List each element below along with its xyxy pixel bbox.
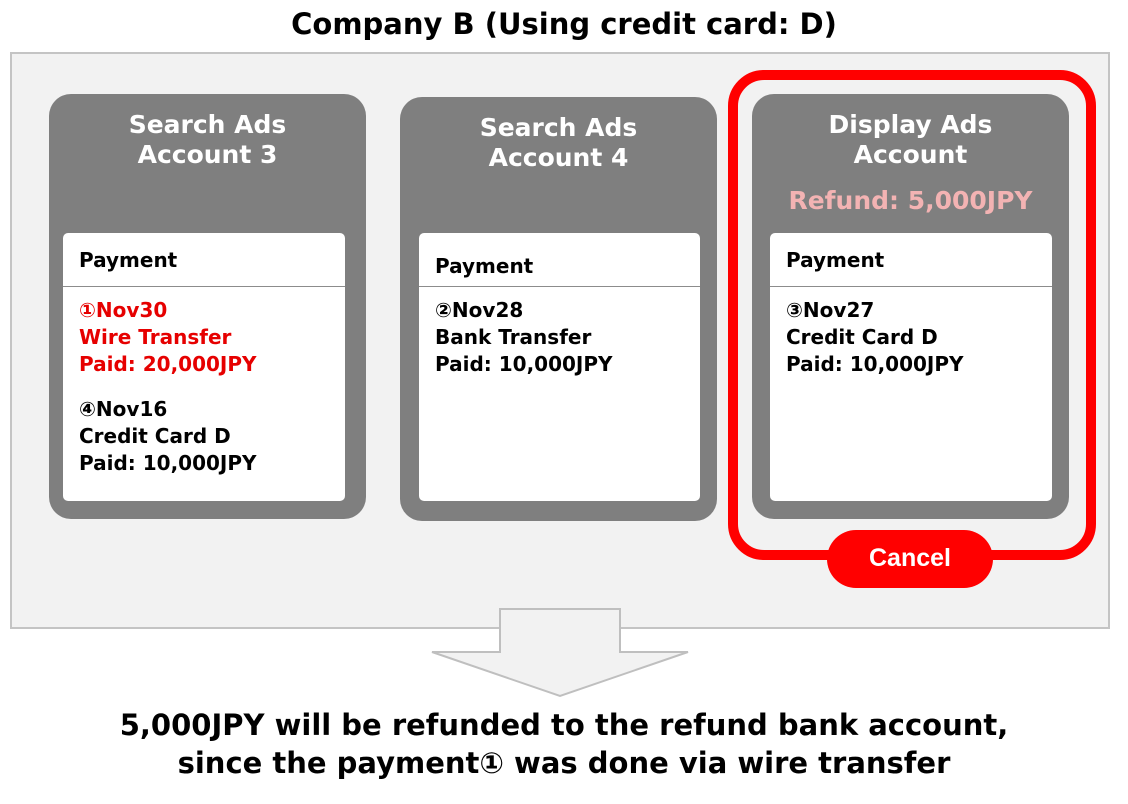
payment-amount: Paid: 10,000JPY [786, 352, 964, 376]
conclusion-text: 5,000JPY will be refunded to the refund … [0, 706, 1128, 782]
account-box-search-ads-4: Search Ads Account 4 Payment ②Nov28 Bank… [400, 97, 717, 521]
account-box-display-ads: Display Ads Account Refund: 5,000JPY Pay… [752, 94, 1069, 519]
payment-list: ①Nov30 Wire Transfer Paid: 20,000JPY ④No… [79, 297, 341, 495]
payment-date: ③Nov27 [786, 298, 875, 322]
payment-date: ④Nov16 [79, 397, 168, 421]
account-title-line: Account 3 [137, 140, 278, 169]
payment-entry-3: ③Nov27 Credit Card D Paid: 10,000JPY [786, 297, 1048, 378]
payment-entry-2: ②Nov28 Bank Transfer Paid: 10,000JPY [435, 297, 696, 378]
payment-header: Payment [770, 233, 1052, 287]
account-title-line: Account 4 [488, 143, 629, 172]
payment-card: Payment ③Nov27 Credit Card D Paid: 10,00… [770, 233, 1052, 501]
payment-card: Payment ①Nov30 Wire Transfer Paid: 20,00… [63, 233, 345, 501]
account-title-line: Account [853, 140, 968, 169]
account-title-line: Search Ads [479, 113, 638, 142]
payment-header-label: Payment [79, 248, 178, 272]
payment-method: Wire Transfer [79, 325, 232, 349]
cancel-highlight-frame [728, 70, 1096, 560]
payment-amount: Paid: 20,000JPY [79, 352, 257, 376]
conclusion-line: 5,000JPY will be refunded to the refund … [119, 708, 1009, 742]
account-box-search-ads-3: Search Ads Account 3 Payment ①Nov30 Wire… [49, 94, 366, 519]
cancel-badge: Cancel [827, 530, 993, 588]
payment-list: ②Nov28 Bank Transfer Paid: 10,000JPY [435, 297, 696, 396]
payment-amount: Paid: 10,000JPY [435, 352, 613, 376]
account-title: Search Ads Account 4 [400, 113, 717, 173]
down-arrow-icon [431, 608, 689, 698]
payment-header-label: Payment [786, 248, 885, 272]
conclusion-line: since the payment① was done via wire tra… [177, 746, 951, 780]
payment-header-label: Payment [435, 254, 534, 278]
payment-card: Payment ②Nov28 Bank Transfer Paid: 10,00… [419, 233, 700, 501]
payment-list: ③Nov27 Credit Card D Paid: 10,000JPY [786, 297, 1048, 396]
payment-header: Payment [63, 233, 345, 287]
account-title: Search Ads Account 3 [49, 110, 366, 170]
payment-entry-1: ①Nov30 Wire Transfer Paid: 20,000JPY [79, 297, 341, 378]
payment-amount: Paid: 10,000JPY [79, 451, 257, 475]
payment-method: Bank Transfer [435, 325, 592, 349]
payment-header: Payment [419, 233, 700, 287]
diagram-title: Company B (Using credit card: D) [291, 7, 837, 41]
account-title-line: Search Ads [128, 110, 287, 139]
payment-method: Credit Card D [786, 325, 938, 349]
account-title-line: Display Ads [828, 110, 993, 139]
account-title: Display Ads Account [752, 110, 1069, 170]
payment-date: ①Nov30 [79, 298, 168, 322]
payment-method: Credit Card D [79, 424, 231, 448]
refund-label: Refund: 5,000JPY [788, 186, 1033, 215]
payment-date: ②Nov28 [435, 298, 524, 322]
payment-entry-4: ④Nov16 Credit Card D Paid: 10,000JPY [79, 396, 341, 477]
